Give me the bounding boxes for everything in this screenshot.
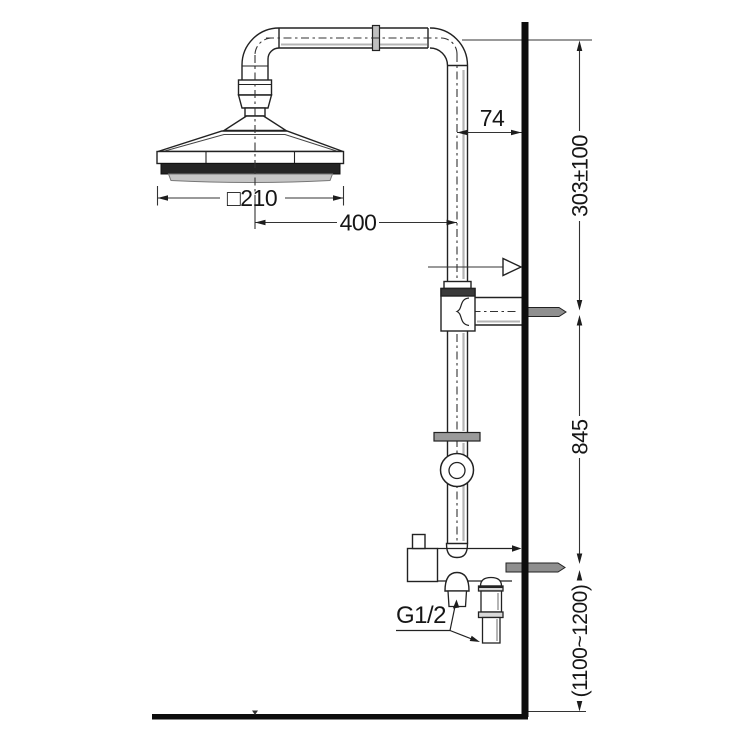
spray-lip (167, 173, 334, 183)
shower-head (156, 130, 345, 183)
mixer-valve (406, 533, 566, 608)
wall-line (521, 22, 529, 717)
valve-knob (411, 533, 426, 550)
dim-label-pipe-to-wall: 74 (480, 105, 505, 131)
spray-face (160, 163, 341, 175)
wall-supply-fitting-upper (523, 307, 567, 317)
dim-middle-span (576, 315, 583, 564)
riser-bottom-cap (445, 542, 469, 559)
outlet-body (447, 590, 468, 608)
outlet-dome (444, 571, 470, 592)
wall-supply-pipe (475, 296, 522, 326)
thread-size-label: G1/2 (396, 602, 446, 629)
dim-label-middle-span: 845 (568, 419, 593, 454)
right-elbow (429, 27, 469, 67)
flow-arrow (428, 257, 523, 277)
valve-body (406, 547, 439, 583)
wall-supply-fitting-lower (505, 562, 566, 573)
left-elbow (241, 27, 280, 80)
floor-center-tick (252, 710, 258, 715)
dim-label-mixer-height: (1100~1200) (569, 585, 592, 698)
dim-head-offset (254, 195, 457, 229)
thread-leader (396, 599, 480, 642)
dim-pipe-to-wall (457, 129, 522, 136)
dim-head-width (156, 186, 345, 206)
dim-label-head-offset: 400 (340, 210, 377, 236)
dim-label-upper-span: 303±100 (568, 135, 593, 217)
outlet-fitting-right (477, 576, 504, 644)
diverter-knob (439, 452, 475, 488)
supply-tee (440, 280, 476, 332)
dim-mixer-height (576, 570, 583, 712)
shower-arm-connector (221, 79, 289, 132)
riser-pipe (446, 65, 469, 544)
tee-dark-band (440, 287, 476, 297)
wall-pointer-arrow (512, 545, 522, 552)
dim-label-head-width: □210 (227, 185, 277, 211)
pipe-clamp (433, 431, 481, 442)
dim-upper-span (576, 40, 583, 311)
floor-line (152, 714, 528, 720)
